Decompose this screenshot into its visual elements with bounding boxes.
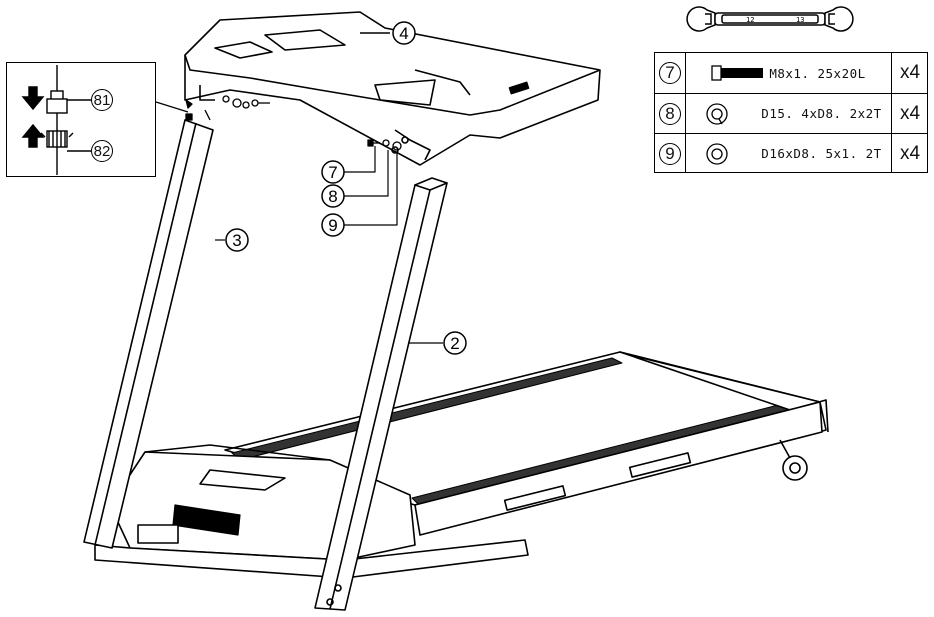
arrow-up-icon xyxy=(21,123,45,148)
flat-washer-icon xyxy=(706,142,728,165)
callout-81: 81 xyxy=(91,89,113,111)
upright-right xyxy=(314,177,448,611)
svg-text:8: 8 xyxy=(328,187,337,206)
callout-3: 3 xyxy=(225,228,249,252)
part-spec: D15. 4xD8. 2x2T xyxy=(761,106,882,121)
part-number: 7 xyxy=(659,62,681,84)
part-qty: x4 xyxy=(899,62,921,83)
wrench-icon: 12 13 xyxy=(686,6,854,32)
part-number: 9 xyxy=(659,142,681,165)
callout-82: 82 xyxy=(91,140,113,162)
svg-text:3: 3 xyxy=(232,231,241,250)
part-spec: D16xD8. 5x1. 2T xyxy=(761,146,882,161)
parts-row-7: 7 M8x1. 25x20L x4 xyxy=(655,53,927,93)
treadmill-base xyxy=(94,351,829,579)
parts-row-9: 9 D16xD8. 5x1. 2T x4 xyxy=(655,133,927,173)
svg-text:9: 9 xyxy=(328,216,337,235)
wrench-size-right: 13 xyxy=(796,16,804,24)
leader-lines xyxy=(155,101,443,344)
connector-detail-inset: 81 82 xyxy=(6,62,156,177)
callout-8: 8 xyxy=(321,184,345,208)
motor-vent-grille xyxy=(172,504,241,536)
part-number: 8 xyxy=(659,102,681,125)
hardware-group-console xyxy=(185,95,270,121)
svg-text:4: 4 xyxy=(399,24,408,43)
callout-9: 9 xyxy=(321,213,345,237)
upright-left xyxy=(83,119,214,549)
callout-4: 4 xyxy=(392,21,416,45)
callout-2: 2 xyxy=(443,331,467,355)
part-spec: M8x1. 25x20L xyxy=(769,65,866,81)
callout-7: 7 xyxy=(321,160,345,184)
arrow-down-icon xyxy=(21,86,45,111)
hardware-parts-table: 7 M8x1. 25x20L x4 8 D15. 4xD8. 2x2T x4 9 xyxy=(654,52,928,173)
svg-text:2: 2 xyxy=(450,334,459,353)
svg-text:7: 7 xyxy=(328,163,337,182)
wrench-size-left: 12 xyxy=(746,16,754,24)
part-qty: x4 xyxy=(899,142,921,164)
part-qty: x4 xyxy=(899,102,921,124)
bolt-icon xyxy=(711,65,764,81)
hardware-group-right xyxy=(367,139,402,151)
spring-washer-icon xyxy=(706,102,728,125)
console-assembly xyxy=(184,11,601,166)
parts-row-8: 8 D15. 4xD8. 2x2T x4 xyxy=(655,93,927,133)
